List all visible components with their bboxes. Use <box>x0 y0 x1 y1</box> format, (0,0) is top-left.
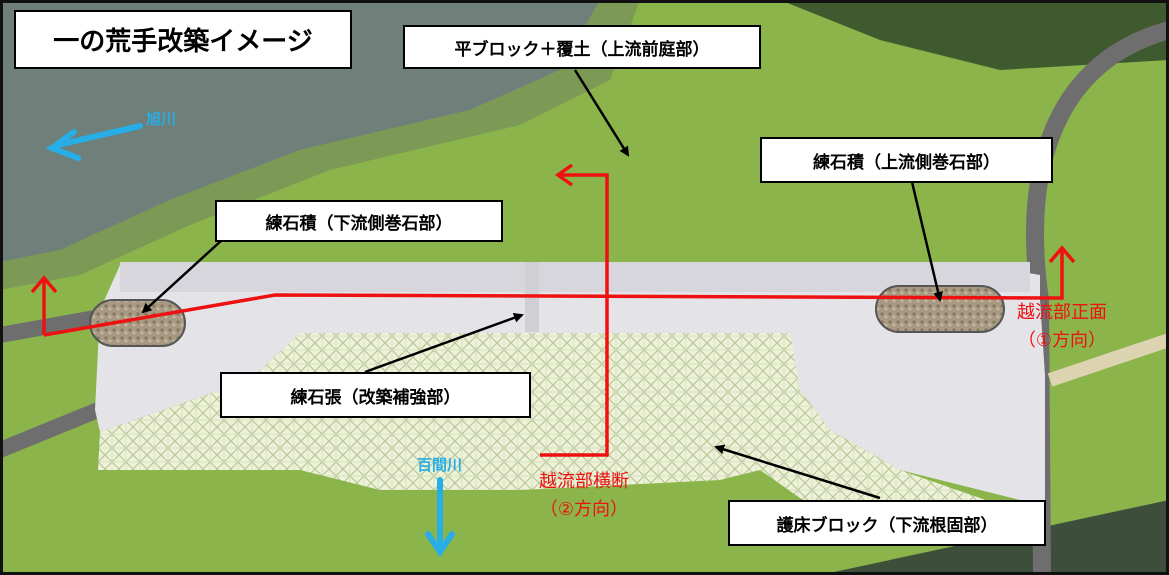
stone-wing-right <box>875 285 1005 333</box>
front-direction-arrow <box>30 275 58 335</box>
cross-direction-label-2: （②方向） <box>540 499 628 520</box>
path-right-lower <box>1047 333 1169 387</box>
leader-forecourt <box>573 69 630 157</box>
cross-direction-line <box>540 163 609 457</box>
label-apron: 護床ブロック（下流根固部） <box>728 500 1046 546</box>
road-right <box>1026 21 1169 575</box>
label-downstream-wing: 練石積（下流側巻石部） <box>215 200 503 242</box>
hyakken-river-label: 百間川 <box>417 456 462 474</box>
weir-body <box>95 262 1045 520</box>
front-direction-label-1: 越流部正面 <box>1017 302 1107 323</box>
river-bank <box>0 0 640 290</box>
hyakken-flow-arrow <box>425 477 455 558</box>
label-upstream-wing: 練石積（上流側巻石部） <box>760 137 1053 183</box>
weir-top-strip <box>120 262 1030 292</box>
asahi-river-label: 旭川 <box>145 110 176 128</box>
leader-upstream-wing <box>910 181 944 302</box>
leader-downstream-wing <box>141 239 223 314</box>
leader-reinforcement <box>364 313 524 374</box>
cross-direction-label-1: 越流部横断 <box>539 471 629 492</box>
road-left <box>0 310 97 343</box>
leader-apron <box>714 444 881 500</box>
page-title: 一の荒手改築イメージ <box>14 10 352 69</box>
label-upstream-forecourt: 平ブロック＋覆土（上流前庭部） <box>403 25 761 69</box>
road-lower-left <box>0 402 102 458</box>
front-direction-label-2: （①方向） <box>1018 330 1106 351</box>
front-direction-line <box>43 245 1076 337</box>
dark-area <box>780 0 1169 70</box>
label-reinforcement: 練石張（改築補強部） <box>220 372 531 418</box>
asahi-flow-arrow <box>45 123 143 161</box>
stone-wing-left <box>89 299 186 347</box>
